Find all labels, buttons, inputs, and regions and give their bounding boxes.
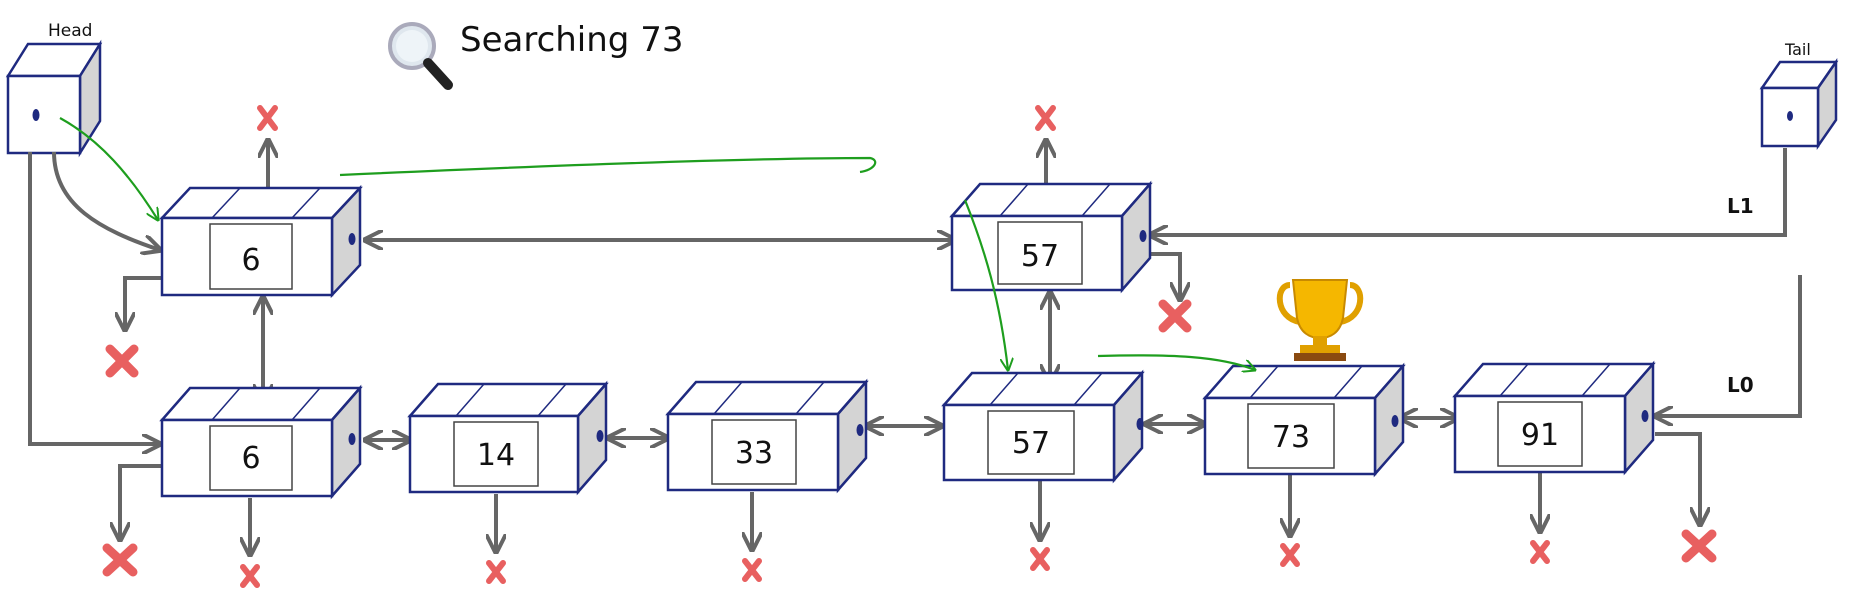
head-label: Head	[48, 21, 92, 41]
node-value: 91	[1521, 418, 1559, 453]
l0-node: 91	[1452, 360, 1656, 476]
node-value: 33	[735, 436, 773, 471]
tail-block	[1759, 57, 1839, 151]
tail-label: Tail	[1784, 40, 1811, 59]
head-block	[5, 39, 103, 158]
l0-node: 57	[941, 369, 1145, 484]
node-value: 57	[1021, 239, 1059, 274]
node-value: 6	[241, 243, 260, 278]
l0-node-found: 73	[1202, 362, 1406, 478]
node-value: 6	[241, 441, 260, 476]
search-title: Searching 73	[460, 20, 684, 60]
cross-icon	[102, 105, 1717, 588]
l1-links	[52, 140, 1787, 402]
node-value: 14	[477, 438, 515, 473]
node-value: 73	[1272, 420, 1310, 455]
level-label-l1: L1	[1727, 194, 1754, 218]
l0-node: 33	[665, 378, 869, 494]
magnifier-icon	[388, 22, 453, 90]
l0-node: 14	[407, 380, 609, 496]
l1-node: 6	[159, 184, 363, 299]
l0-links	[28, 152, 1802, 555]
l0-node: 6	[159, 384, 363, 500]
l1-node: 57	[949, 180, 1153, 294]
node-value: 57	[1012, 426, 1050, 461]
level-label-l0: L0	[1727, 373, 1754, 397]
trophy-icon	[1276, 279, 1364, 361]
search-path	[59, 117, 1255, 370]
